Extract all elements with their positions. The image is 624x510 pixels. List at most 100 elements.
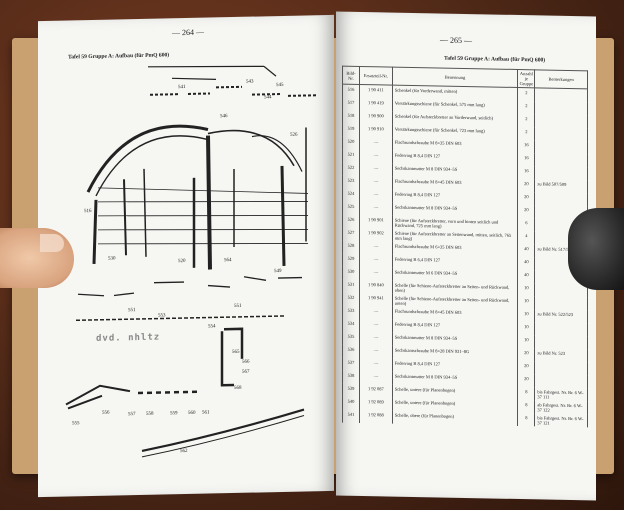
bemerkungen-cell: zu Bild Nr. 522/523 — [534, 309, 588, 324]
svg-text:551: 551 — [128, 308, 136, 313]
bild-nr-cell: 541 — [342, 409, 360, 423]
anzahl-cell: 40 — [517, 256, 535, 271]
svg-text:553: 553 — [158, 313, 166, 318]
bemerkungen-cell: bis Fahrgest. Nr. Br. 6 W-37 111 — [534, 387, 588, 402]
svg-text:543: 543 — [246, 80, 254, 85]
ersatzteil-nr-cell: — — [359, 188, 393, 203]
anzahl-cell: 40 — [517, 243, 535, 258]
right-page-number: — 265 — — [440, 35, 472, 46]
anzahl-cell: 8 — [517, 399, 535, 414]
anzahl-cell: 10 — [517, 295, 535, 310]
bemerkungen-cell — [534, 192, 588, 207]
bild-nr-cell: 524 — [342, 188, 360, 202]
bemerkungen-cell — [534, 335, 588, 350]
bild-nr-cell: 538 — [342, 370, 360, 384]
ersatzteil-nr-cell: 1 92 088 — [359, 409, 393, 424]
ersatzteil-nr-cell: — — [359, 318, 393, 333]
thumb-holding-page — [0, 228, 74, 288]
anzahl-cell: 10 — [517, 308, 535, 323]
ersatzteil-nr-cell: 1 90 941 — [359, 292, 393, 307]
page-clip — [568, 208, 624, 290]
right-page: — 265 — Tafel 59 Gruppe A: Aufbau (für P… — [336, 11, 596, 501]
ersatzteil-nr-cell: 1 90 910 — [359, 123, 393, 138]
svg-text:549: 549 — [274, 269, 282, 274]
bild-nr-cell: 526 — [342, 214, 360, 228]
bild-nr-cell: 522 — [342, 162, 360, 176]
anzahl-cell: 4 — [517, 230, 535, 245]
svg-text:516: 516 — [84, 209, 92, 214]
bild-nr-cell: 521 — [342, 149, 360, 163]
anzahl-cell: 8 — [517, 412, 535, 427]
anzahl-cell: 10 — [517, 334, 535, 349]
ersatzteil-nr-cell: 1 92 087 — [359, 383, 393, 398]
bemerkungen-cell — [534, 127, 588, 142]
anzahl-cell: 10 — [517, 282, 535, 297]
bemerkungen-cell — [534, 361, 588, 376]
ersatzteil-nr-cell: — — [359, 331, 393, 346]
benennung-cell: Schelle, obere (für Planenbogen) — [392, 410, 518, 426]
bild-nr-cell: 516 — [342, 84, 360, 98]
right-page-title: Tafel 59 Gruppe A: Aufbau (für PmQ 600) — [444, 55, 546, 64]
parts-table: Bild-Nr. Ersatzteil-Nr. Benennung Anzahl… — [342, 66, 588, 428]
svg-text:526: 526 — [290, 133, 298, 138]
anzahl-cell: 20 — [517, 373, 535, 388]
bild-nr-cell: 531 — [342, 279, 360, 293]
bemerkungen-cell — [534, 114, 588, 129]
parts-exploded-drawing: 541 543 545 544 546 526 516 530 520 564 … — [65, 65, 318, 458]
bild-nr-cell: 517 — [342, 97, 360, 111]
ersatzteil-nr-cell: 1 90 840 — [359, 279, 393, 294]
svg-text:545: 545 — [276, 83, 284, 88]
bild-nr-cell: 518 — [342, 110, 360, 124]
anzahl-cell: 2 — [517, 113, 535, 128]
ersatzteil-nr-cell: 1 90 901 — [359, 214, 393, 229]
ersatzteil-nr-cell: — — [359, 370, 393, 385]
bild-nr-cell: 530 — [342, 266, 360, 280]
anzahl-cell: 40 — [517, 269, 535, 284]
anzahl-cell: 10 — [517, 321, 535, 336]
header-benennung: Benennung — [392, 67, 518, 88]
bild-nr-cell: 529 — [342, 253, 360, 267]
ersatzteil-nr-cell: — — [359, 240, 393, 255]
ersatzteil-nr-cell: — — [359, 136, 393, 151]
bild-nr-cell: 537 — [342, 357, 360, 371]
bemerkungen-cell: zu Bild Nr. 523 — [534, 348, 588, 363]
bild-nr-cell: 520 — [342, 136, 360, 150]
svg-text:551: 551 — [234, 304, 242, 309]
svg-text:564: 564 — [224, 258, 232, 263]
anzahl-cell: 20 — [517, 204, 535, 219]
thumbnail — [40, 234, 64, 252]
ersatzteil-nr-cell: — — [359, 201, 393, 216]
svg-text:544: 544 — [264, 95, 272, 100]
ersatzteil-nr-cell: — — [359, 266, 393, 281]
bemerkungen-cell — [534, 283, 588, 298]
bild-nr-cell: 525 — [342, 201, 360, 215]
bild-nr-cell: 535 — [342, 331, 360, 345]
bemerkungen-cell — [534, 322, 588, 337]
bild-nr-cell: 536 — [342, 344, 360, 358]
ersatzteil-nr-cell: 1 92 089 — [359, 396, 393, 411]
svg-text:555: 555 — [72, 421, 80, 426]
svg-text:557: 557 — [128, 412, 136, 417]
svg-text:541: 541 — [178, 85, 186, 90]
bild-nr-cell: 523 — [342, 175, 360, 189]
bemerkungen-cell: ab Fahrgest. Nr. Br. 6 W-37 122 — [534, 400, 588, 415]
bild-nr-cell: 527 — [342, 227, 360, 241]
svg-text:566: 566 — [242, 360, 250, 365]
svg-text:562: 562 — [180, 449, 188, 454]
ersatzteil-nr-cell: — — [359, 357, 393, 372]
bemerkungen-cell — [534, 140, 588, 155]
anzahl-cell: 2 — [517, 100, 535, 115]
bemerkungen-cell — [534, 166, 588, 181]
anzahl-cell: 8 — [517, 386, 535, 401]
bild-nr-cell: 532 — [342, 292, 360, 306]
ersatzteil-nr-cell: 1 90 411 — [359, 84, 393, 99]
svg-text:530: 530 — [108, 256, 116, 261]
svg-text:565: 565 — [232, 350, 240, 355]
bemerkungen-cell — [534, 101, 588, 116]
anzahl-cell: 20 — [517, 191, 535, 206]
bemerkungen-cell — [534, 153, 588, 168]
svg-text:554: 554 — [208, 324, 216, 329]
ersatzteil-nr-cell: — — [359, 344, 393, 359]
bild-nr-cell: 540 — [342, 396, 360, 410]
